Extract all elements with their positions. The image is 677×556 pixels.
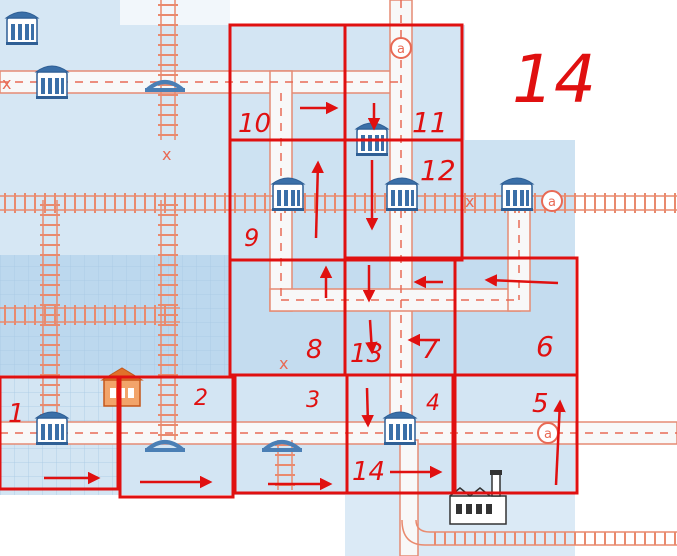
cell-label-13: 13: [350, 339, 383, 369]
exit-marker-label: a: [544, 427, 552, 442]
exit-marker-label: a: [397, 42, 405, 57]
cross-mark: x: [2, 74, 11, 93]
cross-mark: x: [279, 354, 288, 373]
cell-label-14: 14: [352, 457, 385, 487]
cell-label-9: 9: [244, 224, 259, 252]
cell-label-12: 12: [420, 154, 456, 187]
cell-label-6: 6: [536, 330, 554, 363]
cell-label-4: 4: [426, 391, 440, 416]
cell-label-1: 1: [8, 399, 25, 429]
cell-label-8: 8: [306, 335, 323, 365]
round-number: 14: [512, 41, 596, 118]
cross-mark: x: [465, 192, 474, 211]
exit-marker-label: a: [548, 195, 556, 210]
cell-label-11: 11: [412, 106, 448, 139]
cross-mark: x: [162, 145, 171, 164]
cell-label-5: 5: [532, 389, 549, 419]
cell-label-10: 10: [238, 109, 271, 139]
cell-label-2: 2: [194, 386, 208, 411]
cell-label-7: 7: [422, 335, 439, 365]
cell-label-3: 3: [306, 388, 320, 413]
